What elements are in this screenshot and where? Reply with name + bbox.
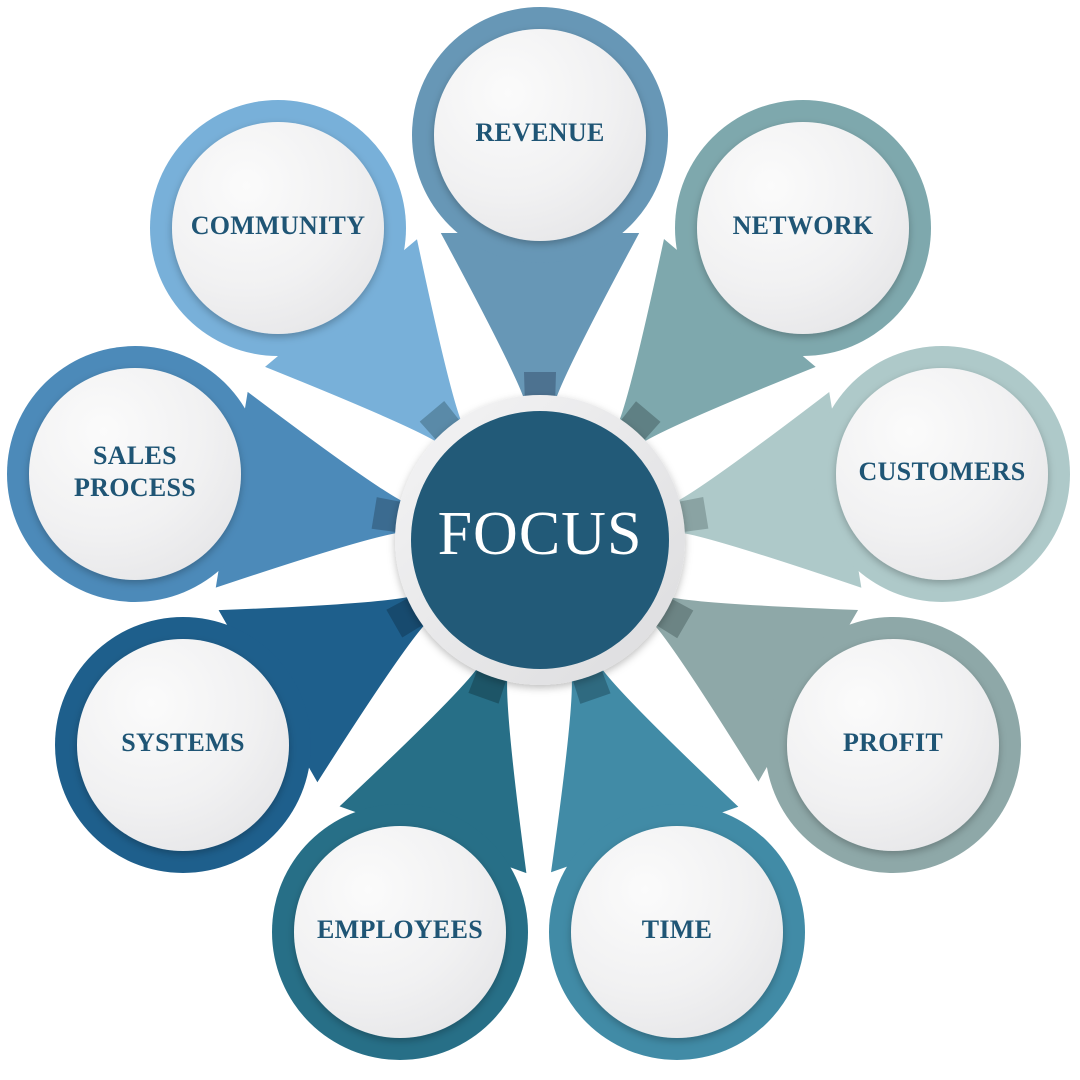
petal-label: SYSTEMS xyxy=(121,728,244,757)
petal-disc xyxy=(836,368,1048,580)
petal-stem xyxy=(440,233,640,406)
petal-label: NETWORK xyxy=(733,211,874,240)
petal-revenue: REVENUE xyxy=(412,7,668,406)
petal-label: REVENUE xyxy=(475,118,604,147)
petal-employees: EMPLOYEES xyxy=(272,661,528,1060)
petal-stem xyxy=(648,595,859,782)
hub-label: FOCUS xyxy=(438,500,643,568)
center-hub: FOCUS xyxy=(395,395,685,685)
petal-stem xyxy=(265,239,465,447)
petal-disc xyxy=(697,122,909,334)
petal-label: COMMUNITY xyxy=(191,211,366,240)
petal-profit: PROFIT xyxy=(648,594,1021,873)
hub-core-circle xyxy=(411,411,669,669)
petal-disc xyxy=(29,368,241,580)
petal-label: SALES xyxy=(93,441,177,470)
petal-stem xyxy=(615,238,816,447)
petal-systems: SYSTEMS xyxy=(55,593,432,873)
petal-disc xyxy=(787,639,999,851)
petal-label: PROCESS xyxy=(74,473,196,502)
petals-layer: REVENUE NETWORK CUSTOMERS PROFIT TIME EMPLOYE… xyxy=(7,7,1070,1060)
petal-stem xyxy=(215,391,410,588)
petal-disc xyxy=(434,29,646,241)
petal-disc xyxy=(294,826,506,1038)
petal-stem xyxy=(218,594,431,783)
petal-network: NETWORK xyxy=(614,100,931,448)
petal-time: TIME xyxy=(549,661,805,1060)
petal-label: EMPLOYEES xyxy=(317,915,483,944)
petal-label: TIME xyxy=(642,915,713,944)
petal-disc xyxy=(77,639,289,851)
petal-disc xyxy=(172,122,384,334)
petal-community: COMMUNITY xyxy=(150,100,466,448)
petal-label: PROFIT xyxy=(843,728,943,757)
petal-stem xyxy=(669,391,862,588)
petal-label: CUSTOMERS xyxy=(859,457,1026,486)
petal-customers: CUSTOMERS xyxy=(669,346,1070,602)
petal-disc xyxy=(571,826,783,1038)
petal-sales-process: SALES PROCESS xyxy=(7,346,411,602)
